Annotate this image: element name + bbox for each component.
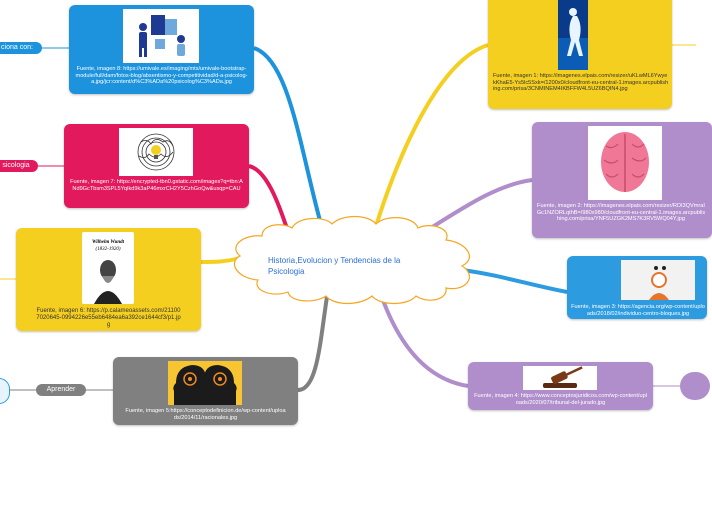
card-imagen-7[interactable]: Fuente, imagen 7: https://encrypted-tbn0… bbox=[64, 124, 249, 208]
branch-connector-yellow-right bbox=[374, 43, 489, 227]
thumb-rational-heads bbox=[168, 361, 242, 405]
card-imagen-6[interactable]: Wilhelm Wundt (1832-1920) Fuente, imagen… bbox=[16, 228, 201, 331]
card-imagen-5[interactable]: Fuente, imagen 5:https://conceptodefinic… bbox=[113, 357, 298, 425]
brain-lightbulb-illustration bbox=[119, 128, 193, 176]
thumb-pink-brain bbox=[588, 126, 662, 200]
thumb-brain-bulb bbox=[119, 128, 193, 176]
thumb-individual-blocks bbox=[621, 260, 695, 300]
branch-connector-gray bbox=[297, 289, 330, 392]
branch-connector-lightblue bbox=[461, 268, 568, 294]
wundt-portrait bbox=[94, 260, 122, 304]
psicologia-label: sicologia bbox=[2, 162, 30, 169]
thumb-team-puzzle bbox=[123, 9, 199, 63]
branch-connector-yellow-left bbox=[200, 256, 241, 264]
card-imagen-3[interactable]: Fuente, imagen 3: https://agencia.org/wp… bbox=[567, 256, 707, 319]
aprender-label: Aprender bbox=[46, 386, 76, 393]
branch-connector-purple-bottom bbox=[378, 291, 469, 388]
gavel-illustration bbox=[523, 366, 597, 390]
pink-brain-illustration bbox=[588, 126, 662, 200]
card-imagen-1-caption: Fuente, imagen 1: https://imagenes.elpai… bbox=[493, 73, 669, 93]
card-imagen-6-caption: Fuente, imagen 6: https://p.calameoasset… bbox=[36, 308, 181, 328]
card-imagen-4[interactable]: Fuente, imagen 4: https://www.conceptosj… bbox=[468, 362, 653, 410]
card-imagen-1[interactable]: Fuente, imagen 1: https://imagenes.elpai… bbox=[488, 0, 672, 109]
puzzle-team-illustration bbox=[123, 9, 199, 63]
aprender-pill[interactable]: Aprender bbox=[36, 384, 86, 396]
thumb-wilhelm-wundt: Wilhelm Wundt (1832-1920) bbox=[82, 232, 134, 304]
card-imagen-3-caption: Fuente, imagen 3: https://agencia.org/wp… bbox=[571, 304, 705, 317]
central-cloud bbox=[234, 215, 470, 305]
card-imagen-5-caption: Fuente, imagen 5:https://conceptodefinic… bbox=[125, 408, 286, 421]
relaciona-pill[interactable]: ciona con: bbox=[0, 42, 42, 54]
card-imagen-8-caption: Fuente, imagen 8: https://umivale.es/ima… bbox=[75, 66, 248, 86]
individual-blocks-illustration bbox=[621, 260, 695, 300]
card-imagen-2-caption: Fuente, imagen 2: https://imagenes.elpai… bbox=[536, 203, 706, 223]
relaciona-label: ciona con: bbox=[1, 44, 33, 51]
right-edge-node[interactable] bbox=[680, 372, 710, 400]
card-imagen-7-caption: Fuente, imagen 7: https://encrypted-tbn0… bbox=[70, 179, 243, 192]
rational-heads-illustration bbox=[168, 361, 242, 405]
card-imagen-8[interactable]: Fuente, imagen 8: https://umivale.es/ima… bbox=[69, 5, 254, 94]
mindmap-canvas bbox=[0, 43, 696, 392]
thumb-underwater-figure bbox=[558, 0, 588, 70]
wundt-name: Wilhelm Wundt bbox=[91, 240, 125, 245]
card-imagen-4-caption: Fuente, imagen 4: https://www.conceptosj… bbox=[474, 393, 647, 406]
underwater-figure-illustration bbox=[558, 0, 588, 70]
branch-connector-blue bbox=[253, 46, 324, 229]
wundt-years: (1832-1920) bbox=[95, 247, 121, 252]
card-imagen-2[interactable]: Fuente, imagen 2: https://imagenes.elpai… bbox=[532, 122, 712, 238]
psicologia-pill[interactable]: sicologia bbox=[0, 160, 38, 172]
central-topic-title[interactable]: Historia,Evolucion y Tendencias de la Ps… bbox=[268, 256, 401, 276]
thumb-gavel bbox=[523, 366, 597, 390]
